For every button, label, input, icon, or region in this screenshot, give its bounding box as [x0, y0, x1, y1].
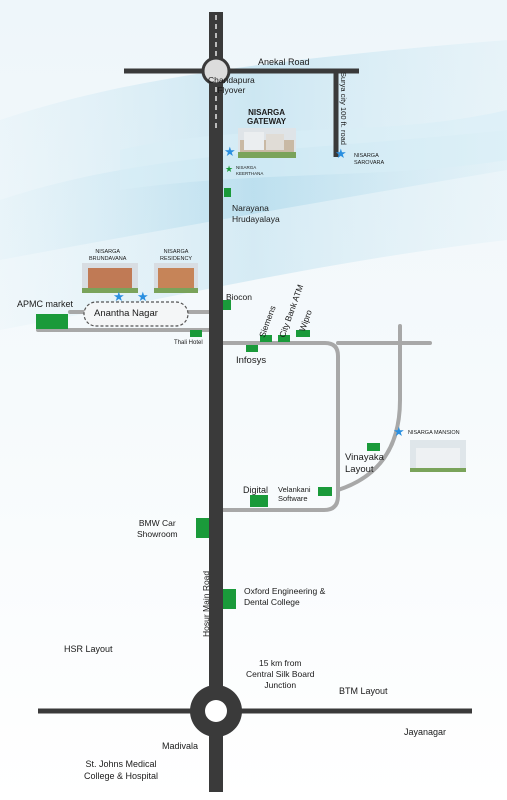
label-chandapura-flyover: Chandapura Flyover — [208, 75, 255, 95]
landmark-biocon — [223, 300, 231, 310]
building-nisarga-mansion — [410, 440, 466, 472]
landmark-vinayaka-layout — [367, 443, 380, 451]
label-nisarga-sarovara: NISARGA SAROVARA — [354, 153, 385, 166]
label-madivala: Madivala — [162, 741, 199, 751]
label-nisarga-mansion: NISARGA MANSION — [408, 430, 460, 436]
hosur-main-road — [209, 12, 223, 792]
label-jayanagar: Jayanagar — [404, 727, 447, 737]
label-velankani-software: Velankani Software — [278, 485, 311, 503]
landmark-thali-hotel — [190, 330, 202, 337]
landmark-siemens — [260, 335, 272, 342]
landmark-oxford-college — [223, 589, 236, 609]
building-nisarga-brundavana — [82, 263, 138, 293]
landmark-velankani-software — [318, 487, 332, 496]
label-apmc-market: APMC market — [17, 299, 74, 309]
star-nisarga-mansion-icon: ★ — [393, 425, 405, 440]
label-nisarga-residency: NISARGA RESIDENCY — [160, 249, 193, 262]
landmark-city-bank-atm — [278, 335, 290, 342]
star-nisarga-gateway-icon: ★ — [224, 145, 236, 160]
label-btm-layout: BTM Layout — [339, 686, 388, 696]
label-nisarga-gateway: NISARGA GATEWAY — [247, 108, 287, 126]
landmark-bmw-showroom — [196, 518, 209, 538]
label-st-johns: St. Johns Medical College & Hospital — [84, 759, 159, 781]
label-nisarga-brundavana: NISARGA BRUNDAVANA — [89, 249, 127, 262]
label-nisarga-keerthana: NISARGA KEERTHANA — [236, 165, 264, 176]
roundabout-center — [205, 700, 227, 722]
landmark-digital — [250, 495, 268, 507]
star-nisarga-keerthana-icon: ★ — [225, 165, 234, 175]
building-nisarga-gateway — [238, 128, 296, 158]
label-silk-board: 15 km from Central Silk Board Junction — [246, 658, 315, 690]
landmark-infosys — [246, 345, 258, 352]
star-nisarga-residency-icon: ★ — [137, 290, 149, 305]
label-infosys: Infosys — [236, 355, 267, 366]
label-oxford-college: Oxford Engineering & Dental College — [244, 586, 326, 607]
anantha-nagar-zone — [83, 301, 189, 327]
star-nisarga-brundavana-icon: ★ — [113, 290, 125, 305]
label-surya-city-road: Surya city 100 ft. road — [339, 72, 348, 145]
label-thali-hotel: Thali Hotel — [174, 340, 203, 346]
label-digital: Digital — [243, 485, 269, 495]
label-narayana-hrudayalaya: Narayana Hrudayalaya — [232, 203, 280, 224]
label-hosur-main-road: Hosur Main Road — [201, 570, 211, 637]
label-biocon: Biocon — [226, 292, 252, 302]
label-anekal-road: Anekal Road — [258, 57, 310, 67]
label-anantha-nagar: Anantha Nagar — [94, 308, 158, 319]
landmark-wipro — [296, 330, 310, 337]
star-nisarga-sarovara-icon: ★ — [335, 147, 347, 162]
label-bmw-showroom: BMW Car Showroom — [137, 518, 178, 539]
chandapura-flyover-circle — [201, 56, 231, 86]
label-vinayaka-layout: Vinayaka Layout — [345, 452, 384, 475]
landmark-apmc-market — [36, 314, 68, 329]
building-nisarga-residency — [154, 263, 198, 293]
label-hsr-layout: HSR Layout — [64, 644, 113, 654]
landmark-narayana-hrudayalaya — [224, 188, 231, 197]
main-roads — [38, 68, 472, 714]
